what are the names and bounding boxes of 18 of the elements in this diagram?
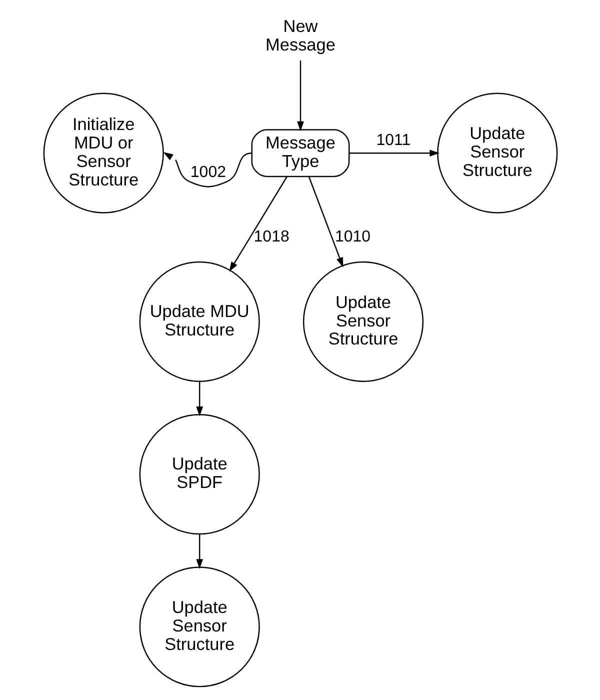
edge-label: 1010 (334, 228, 370, 246)
edge-label: 1011 (376, 132, 410, 149)
arrow (196, 534, 203, 569)
node-circle: Update Sensor Structure (138, 566, 260, 688)
arrow (296, 60, 304, 132)
node-circle: Update SPDF (138, 414, 260, 535)
node-box: Message Type (250, 129, 350, 178)
arrow (228, 176, 287, 272)
arrow (196, 381, 203, 416)
edge-label: 1018 (253, 228, 289, 246)
node-circle: Update Sensor Structure (302, 261, 424, 382)
edge-label: 1002 (190, 164, 226, 181)
arrow (308, 176, 343, 268)
arrow (162, 152, 252, 188)
node-text: New Message (265, 16, 335, 55)
node-circle: Update Sensor Structure (436, 92, 558, 214)
node-circle: Initialize MDU or Sensor Structure (42, 92, 164, 214)
arrow (348, 150, 440, 157)
